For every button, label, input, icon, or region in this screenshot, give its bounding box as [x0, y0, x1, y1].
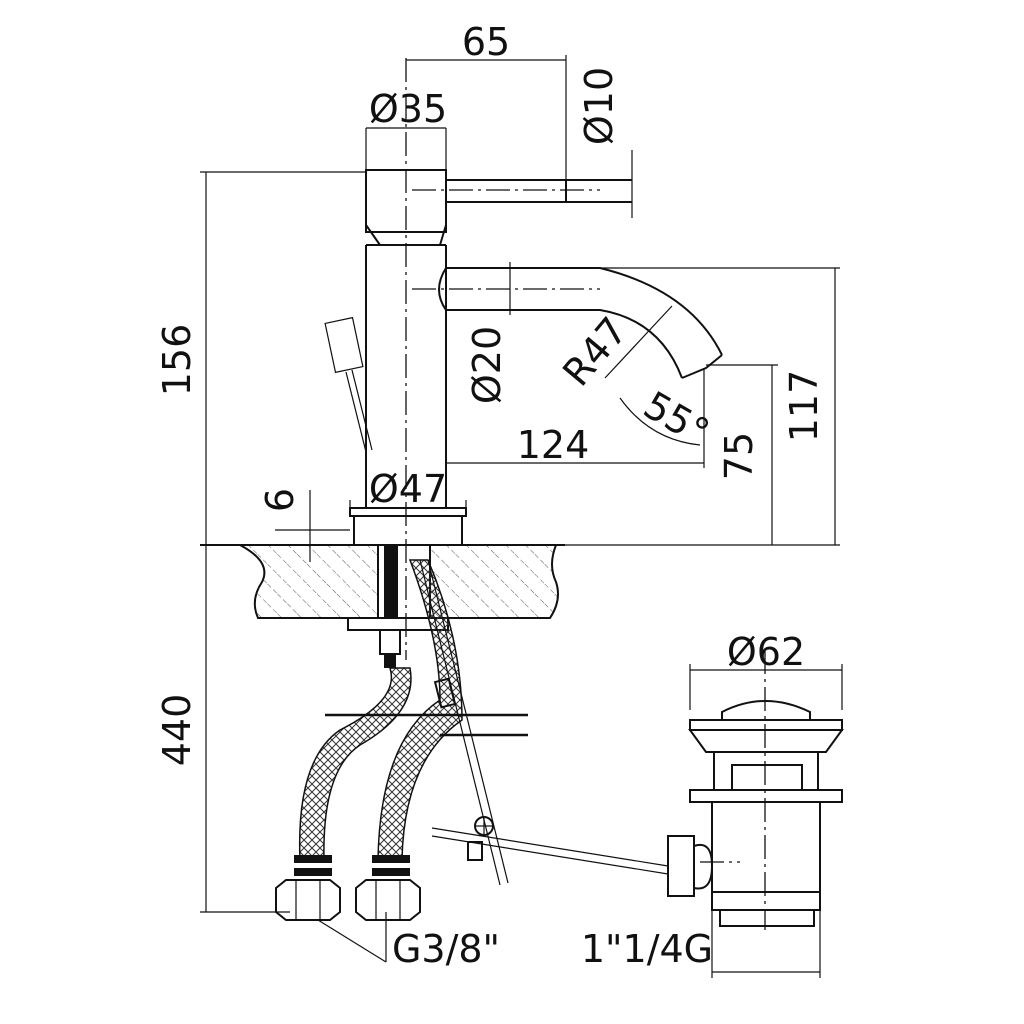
popup-waste	[667, 700, 844, 927]
label-outlet-height: 75	[717, 432, 761, 480]
label-hose-length: 440	[155, 694, 199, 767]
label-total-height: 156	[155, 324, 199, 397]
label-spout-angle: 55°	[636, 383, 716, 455]
label-waste-diameter: Ø62	[727, 630, 805, 674]
label-hose-thread: G3/8"	[392, 927, 500, 971]
label-spout-diameter: Ø20	[465, 326, 509, 404]
center-lines	[405, 58, 766, 930]
label-spout-length: 124	[517, 423, 590, 467]
label-lever-diameter: Ø10	[577, 67, 621, 145]
label-spout-radius: R47	[554, 309, 636, 395]
label-body-diameter: Ø35	[369, 87, 447, 131]
mixer-body	[324, 169, 723, 546]
label-waste-thread: 1"1/4G	[581, 927, 713, 971]
flexible-hoses	[275, 559, 528, 921]
dimension-labels: 65 Ø35 Ø10 156 Ø20 R47 55° 124 75 117 Ø4…	[155, 20, 826, 971]
label-spout-top-height: 117	[782, 370, 826, 443]
dimension-lines	[200, 55, 843, 978]
label-spout-reach: 65	[462, 20, 510, 64]
label-base-diameter: Ø47	[369, 467, 447, 511]
label-base-height: 6	[258, 488, 302, 512]
popup-rod	[419, 559, 669, 886]
countertop-section	[200, 544, 565, 619]
